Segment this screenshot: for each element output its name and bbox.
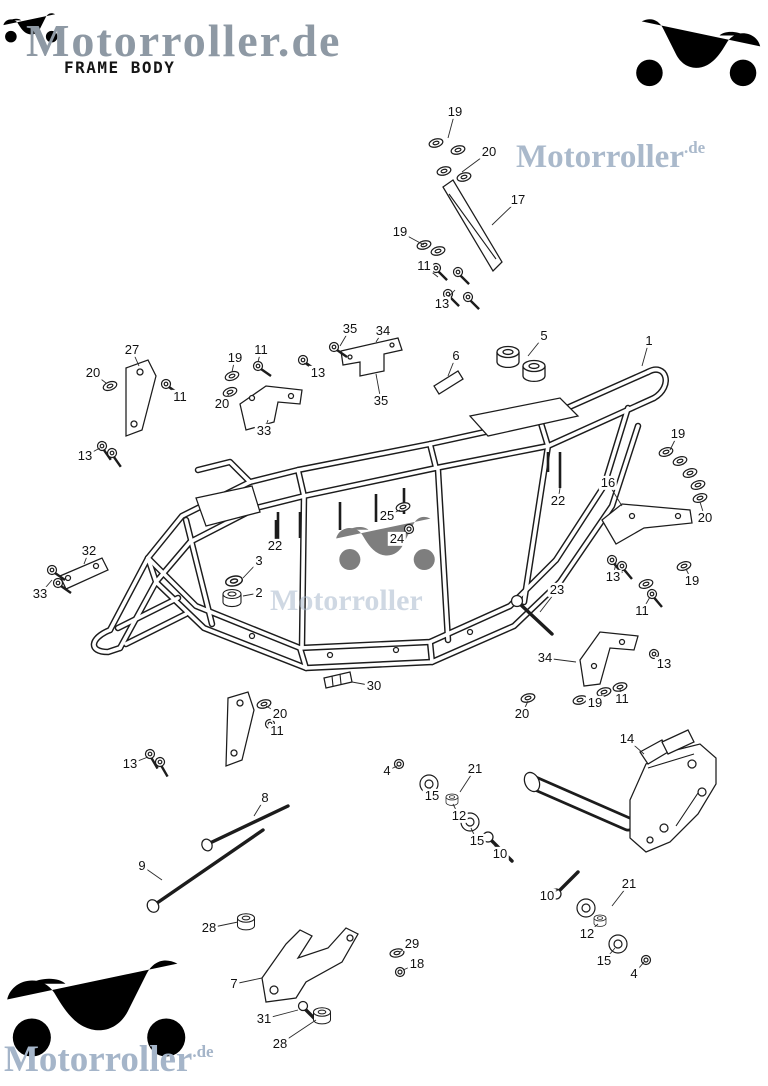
part-number-label: 23 — [547, 581, 567, 598]
part-number-label: 2 — [253, 584, 265, 601]
part-number-label: 17 — [508, 191, 528, 208]
part-number-label: 21 — [465, 760, 485, 777]
part-number-label: 15 — [594, 952, 614, 969]
part-number-label: 13 — [603, 568, 623, 585]
part-number-label: 19 — [668, 425, 688, 442]
part-number-label: 33 — [254, 422, 274, 439]
part-number-label: 20 — [479, 143, 499, 160]
watermark-bottom-de: .de — [192, 1042, 214, 1061]
part-number-label: 19 — [445, 103, 465, 120]
part-number-label: 16 — [598, 474, 618, 491]
part-number-label: 19 — [682, 572, 702, 589]
part-number-label: 27 — [122, 341, 142, 358]
watermark-right-de: .de — [683, 138, 706, 157]
part-number-label: 3 — [253, 552, 265, 569]
part-number-label: 4 — [628, 965, 640, 982]
part-number-label: 22 — [265, 537, 285, 554]
watermark-bottom: Motorroller.de — [4, 1038, 214, 1081]
part-number-label: 32 — [79, 542, 99, 559]
part-number-label: 35 — [371, 392, 391, 409]
part-number-label: 14 — [617, 730, 637, 747]
part-number-label: 21 — [619, 875, 639, 892]
watermark-top: Motorroller.de — [26, 15, 342, 66]
part-number-label: 12 — [449, 807, 469, 824]
part-number-label: 29 — [402, 935, 422, 952]
part-number-label: 19 — [390, 223, 410, 240]
part-number-label: 20 — [512, 705, 532, 722]
part-number-label: 7 — [228, 975, 240, 992]
part-number-label: 13 — [120, 755, 140, 772]
part-number-label: 8 — [259, 789, 271, 806]
part-number-label: 6 — [450, 347, 462, 364]
part-number-label: 10 — [537, 887, 557, 904]
part-number-label: 33 — [30, 585, 50, 602]
part-number-label: 35 — [340, 320, 360, 337]
part-number-label: 13 — [654, 655, 674, 672]
watermark-right: Motorroller.de — [516, 138, 705, 176]
part-number-label: 28 — [270, 1035, 290, 1052]
part-number-label: 22 — [548, 492, 568, 509]
part-number-label: 25 — [377, 507, 397, 524]
part-number-label: 24 — [387, 530, 407, 547]
part-number-label: 15 — [467, 832, 487, 849]
part-number-label: 13 — [75, 447, 95, 464]
part-number-label: 20 — [270, 705, 290, 722]
part-number-label: 19 — [585, 694, 605, 711]
part-number-label: 11 — [252, 341, 270, 358]
part-number-label: 15 — [422, 787, 442, 804]
watermark-bottom-text: Motorroller — [4, 1039, 193, 1080]
page-title: FRAME BODY — [64, 58, 176, 77]
part-number-label: 31 — [254, 1010, 274, 1027]
part-number-label: 12 — [577, 925, 597, 942]
part-number-label: 19 — [225, 349, 245, 366]
part-number-label: 13 — [432, 295, 452, 312]
part-number-label: 1 — [643, 332, 655, 349]
part-number-label: 11 — [613, 690, 631, 707]
part-number-label: 10 — [490, 845, 510, 862]
watermark-center: Motorroller — [270, 584, 423, 617]
part-number-label: 34 — [535, 649, 555, 666]
part-number-label: 11 — [415, 257, 433, 274]
part-number-label: 4 — [381, 762, 393, 779]
part-number-label: 11 — [268, 722, 286, 739]
part-number-label: 11 — [171, 388, 189, 405]
watermark-right-text: Motorroller — [516, 139, 684, 175]
part-number-label: 20 — [695, 509, 715, 526]
part-number-label: 20 — [83, 364, 103, 381]
part-number-label: 5 — [538, 327, 550, 344]
part-number-label: 20 — [212, 395, 232, 412]
part-number-label: 18 — [407, 955, 427, 972]
part-number-label: 9 — [136, 857, 148, 874]
part-number-label: 30 — [364, 677, 384, 694]
part-number-label: 28 — [199, 919, 219, 936]
part-number-label: 11 — [633, 602, 651, 619]
part-number-label: 34 — [373, 322, 393, 339]
part-number-label: 13 — [308, 364, 328, 381]
